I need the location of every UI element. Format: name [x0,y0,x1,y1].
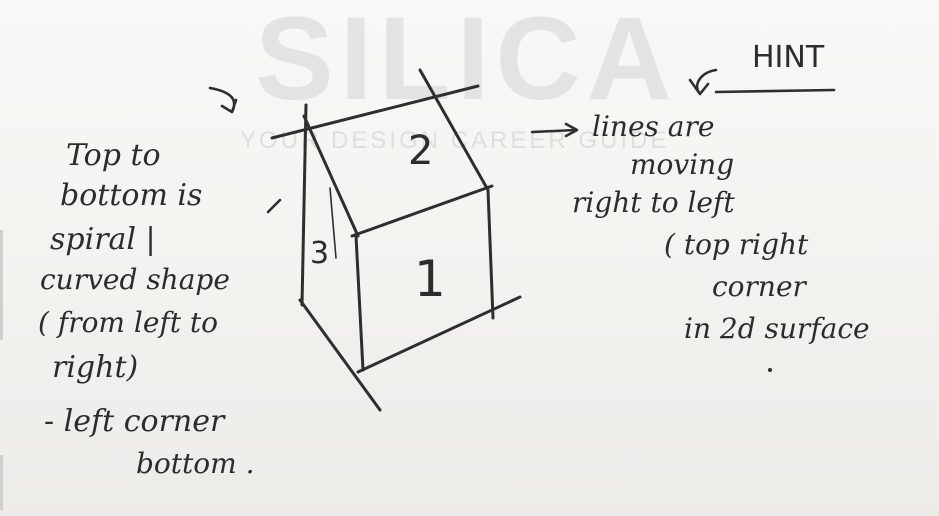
top-face-front-edge [350,184,494,238]
right-note-line-3: right to left [572,186,735,219]
left-note-line-2: bottom is [60,178,203,213]
bottom-front-edge [356,295,522,374]
front-face-left-edge [354,234,365,372]
left-note-line-5: ( from left to [38,306,219,339]
top-guide-line [270,84,480,140]
silica-watermark-logo: SILICA [255,0,678,125]
right-note-line-5: corner [712,270,806,303]
hint-label: HINT [752,40,825,75]
left-note-line-1: Top to [66,138,161,173]
left-note-line-7: - left corner [44,404,225,439]
down-arrow-icon [266,198,282,214]
left-edge-shadow [0,230,3,340]
front-left-diagonal [302,114,360,238]
right-vertical-guide-line [418,68,490,192]
right-note-line-1: lines are [592,110,715,143]
curved-arrow-icon [208,86,238,114]
face-label-top: 2 [408,128,434,174]
hint-arrow-icon [688,68,718,96]
left-note-line-3: spiral | [50,222,156,257]
left-edge-shadow-lower [0,455,3,510]
right-note-line-2: moving [630,148,735,181]
left-note-line-8: bottom . [136,447,255,480]
right-note-line-6: in 2d surface [684,312,870,345]
hint-underline [714,88,836,94]
face-label-side: 3 [310,236,330,271]
left-note-line-4: curved shape [40,263,230,296]
back-left-edge [300,103,308,307]
dot-mark [768,368,772,372]
face-label-front: 1 [414,250,446,308]
right-arrow-icon [530,122,579,138]
bottom-left-diagonal [298,298,382,412]
front-face-right-edge [486,188,495,320]
side-face-inner-line [329,187,337,259]
left-note-line-6: right) [52,350,139,385]
right-note-line-4: ( top right [664,228,809,261]
